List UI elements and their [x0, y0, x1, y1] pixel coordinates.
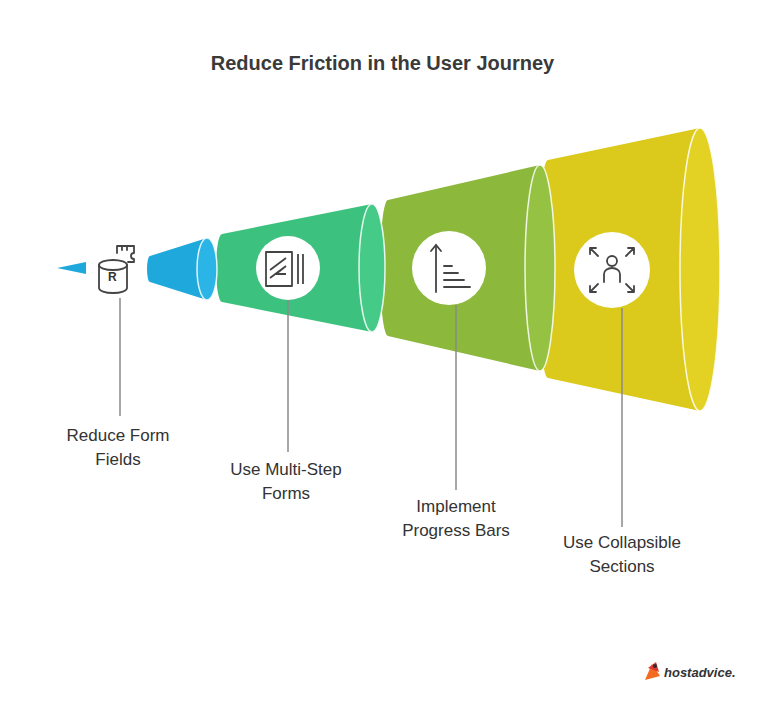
- cone-shape: [52, 226, 230, 308]
- cone-body: [538, 128, 720, 411]
- cone-end: [525, 165, 555, 371]
- diagram-title: Reduce Friction in the User Journey: [0, 52, 765, 75]
- step-label: Use Multi-Step Forms: [219, 458, 353, 506]
- step-label: Reduce Form Fields: [51, 424, 185, 472]
- cone-shape: [538, 124, 728, 416]
- step-label: Implement Progress Bars: [389, 495, 523, 543]
- funnel-segment: Implement Progress Bars: [380, 160, 560, 376]
- leader-line: [287, 300, 289, 452]
- cone-body: [216, 204, 385, 332]
- cone-tip: [57, 262, 86, 274]
- icon-letter: R: [108, 270, 117, 284]
- cone-shape: [380, 160, 560, 376]
- database-icon: [99, 246, 134, 293]
- step-label: Use Collapsible Sections: [555, 531, 689, 579]
- cone-end: [359, 204, 385, 332]
- cone-end: [680, 128, 720, 411]
- funnel-segment: Use Collapsible Sections: [538, 124, 728, 416]
- cone-body: [147, 238, 217, 300]
- cone-shape: [216, 200, 391, 336]
- funnel-segment: Reduce Form Fields: [52, 226, 230, 308]
- logo-mark: [645, 662, 660, 680]
- leader-line: [119, 298, 121, 416]
- cone-body: [380, 165, 555, 371]
- funnel-segment: Use Multi-Step Forms: [216, 200, 391, 336]
- cone-end: [197, 238, 217, 300]
- watermark: hostadvice.: [664, 665, 736, 680]
